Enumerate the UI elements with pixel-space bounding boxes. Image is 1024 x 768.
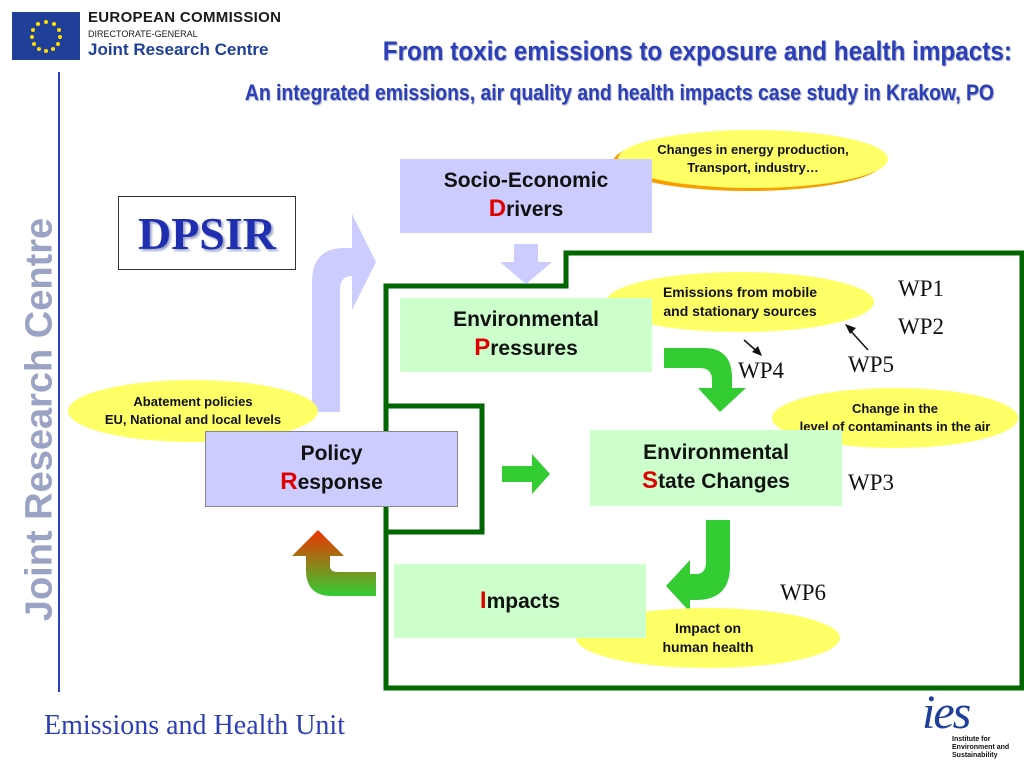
- response-box: Policy Response: [205, 431, 458, 507]
- drivers-line1: Socio-Economic: [443, 168, 609, 192]
- drivers-to-pressures-arrow: [500, 244, 552, 284]
- note-state: Change in the level of contaminants in t…: [772, 388, 1018, 448]
- wp2-label: WP2: [898, 314, 944, 339]
- system-boundary-frame: [383, 250, 1024, 691]
- dpsir-label: DPSIR: [137, 207, 277, 259]
- note-state-line2: level of contaminants in the air: [799, 419, 991, 434]
- dpsir-label-box: DPSIR: [118, 196, 296, 270]
- footer-unit-name: Emissions and Health Unit: [44, 710, 345, 741]
- slide-title: From toxic emissions to exposure and hea…: [382, 36, 1012, 66]
- org-name: EUROPEAN COMMISSION: [88, 9, 282, 26]
- wp3-label: WP3: [848, 470, 894, 495]
- note-response-line1: Abatement policies: [133, 394, 253, 410]
- eu-stars-icon: [30, 20, 62, 53]
- pressures-rest: ressures: [490, 337, 578, 361]
- note-drivers: Changes in energy production, Transport,…: [618, 130, 888, 188]
- wp4-label: WP4: [738, 358, 784, 383]
- note-response-line2: EU, National and local levels: [104, 412, 282, 427]
- drivers-rest: rivers: [506, 198, 564, 222]
- ies-caption-1: Institute for: [952, 736, 991, 743]
- centre-name: Joint Research Centre: [88, 40, 269, 59]
- response-line1: Policy: [300, 441, 363, 465]
- note-impacts-line2: human health: [662, 639, 754, 655]
- pressures-line1: Environmental: [453, 307, 599, 331]
- wp6-label: WP6: [780, 580, 826, 605]
- eu-flag-logo: [12, 12, 80, 60]
- wp1-label: WP1: [898, 276, 944, 301]
- response-initial: R: [280, 468, 298, 496]
- ies-logo: ies Institute for Environment and Sustai…: [922, 686, 1022, 766]
- note-drivers-line1: Changes in energy production,: [657, 142, 849, 158]
- note-pressures-line1: Emissions from mobile: [662, 284, 818, 301]
- impacts-to-response-arrow: [292, 530, 376, 596]
- state-line1: Environmental: [643, 440, 789, 464]
- pressures-box: Environmental Pressures: [400, 298, 652, 372]
- directorate-label: DIRECTORATE-GENERAL: [88, 29, 198, 39]
- response-to-drivers-arrow: [312, 214, 376, 412]
- inner-boundary-line: [386, 403, 485, 535]
- state-box: Environmental State Changes: [590, 430, 842, 506]
- response-rest: esponse: [297, 471, 383, 495]
- note-pressures-line2: and stationary sources: [663, 303, 817, 319]
- response-to-state-arrow: [502, 454, 550, 494]
- vertical-divider: [58, 72, 60, 692]
- ies-caption-3: Sustainability: [952, 752, 998, 759]
- vertical-jrc-text: Joint Research Centre: [18, 217, 61, 622]
- state-to-impacts-arrow: [666, 520, 730, 612]
- note-drivers-line2: Transport, industry…: [687, 160, 819, 175]
- state-rest: tate Changes: [658, 470, 790, 494]
- impacts-box: Impacts: [394, 564, 646, 638]
- pressures-initial: P: [474, 334, 491, 362]
- pressures-to-state-arrow: [664, 348, 746, 412]
- note-response: Abatement policies EU, National and loca…: [68, 380, 318, 442]
- note-state-line1: Change in the: [852, 401, 938, 417]
- wp5-label: WP5: [848, 352, 894, 377]
- drivers-box: Socio-Economic Drivers: [400, 159, 652, 233]
- slide-subtitle: An integrated emissions, air quality and…: [244, 80, 995, 105]
- state-initial: S: [642, 467, 659, 495]
- ies-caption-2: Environment and: [952, 744, 1010, 751]
- wp5-pointer-head: [845, 324, 856, 334]
- note-impacts-line1: Impact on: [674, 620, 742, 637]
- impacts-rest: mpacts: [486, 590, 561, 613]
- drivers-initial: D: [488, 195, 507, 223]
- wp4-pointer-head: [752, 346, 762, 356]
- impacts-initial: I: [479, 587, 487, 614]
- ies-logo-mark: ies: [922, 686, 971, 739]
